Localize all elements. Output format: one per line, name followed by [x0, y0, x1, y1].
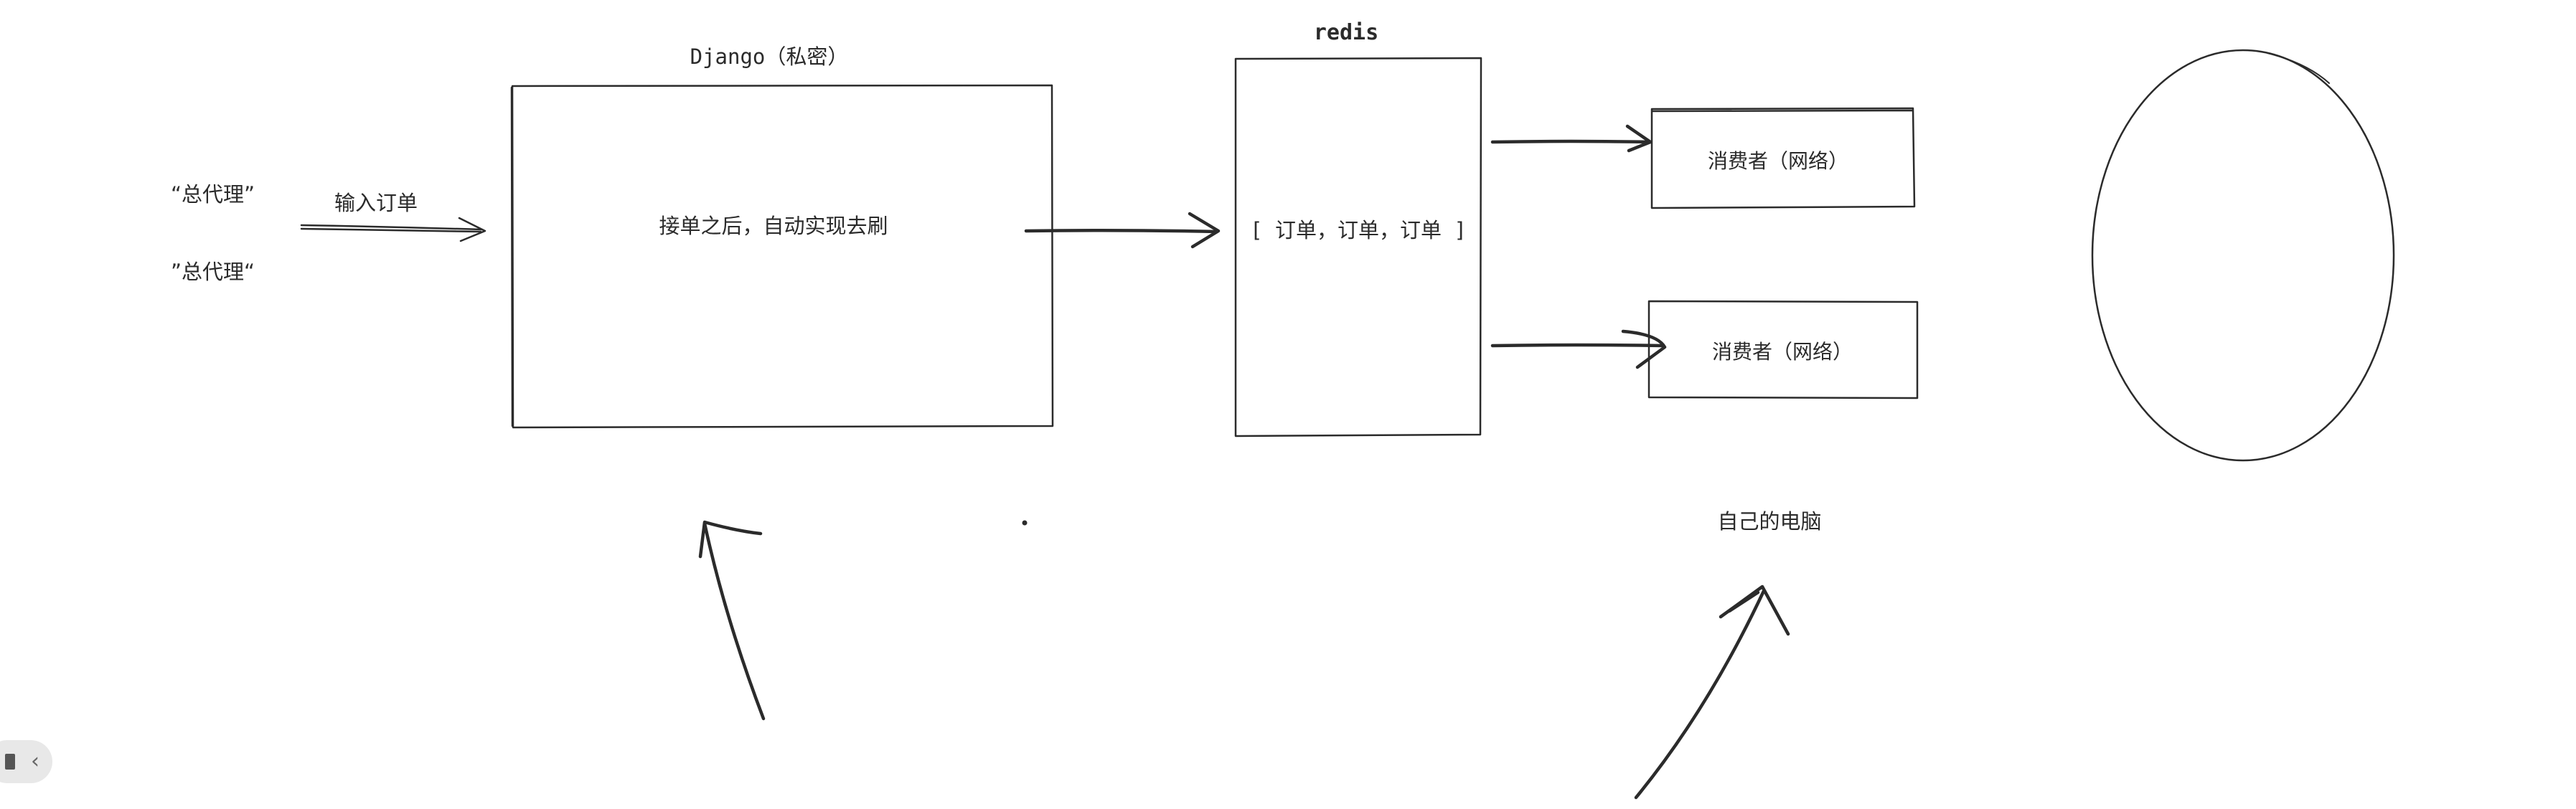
own-computer-label: 自己的电脑	[1717, 509, 1822, 534]
computer-ellipse[interactable]	[2091, 49, 2395, 462]
redis-to-consumer-bottom-arrow[interactable]	[1490, 329, 1667, 369]
stray-dot	[1022, 520, 1028, 526]
agent-label-bottom: ”总代理“	[171, 260, 255, 284]
consumer-box-top[interactable]	[1650, 107, 1916, 209]
consumer-label-bottom: 消费者（网络）	[1711, 340, 1853, 364]
redis-box[interactable]	[1234, 57, 1482, 437]
input-arrow[interactable]	[300, 217, 486, 242]
consumer-box-bottom[interactable]	[1647, 300, 1919, 399]
redis-body: [ 订单，订单，订单 ]	[1250, 218, 1467, 242]
django-title: Django（私密）	[690, 44, 849, 69]
consumer-label-top: 消费者（网络）	[1707, 149, 1849, 173]
agent-label-top: “总代理”	[171, 182, 255, 207]
django-body: 接单之后，自动实现去刷	[659, 214, 888, 238]
django-box[interactable]	[510, 84, 1054, 429]
chevron-left-icon[interactable]: ‹	[31, 749, 39, 774]
django-to-redis-arrow[interactable]	[1024, 212, 1221, 249]
redis-title: redis	[1313, 20, 1379, 45]
input-order-label: 输入订单	[334, 191, 418, 215]
redis-to-consumer-top-arrow[interactable]	[1490, 124, 1653, 153]
side-panel-toggle[interactable]: ‹	[0, 740, 52, 783]
panel-icon	[5, 754, 15, 770]
upward-arrow-right[interactable]	[1634, 585, 1790, 800]
upward-arrow-left[interactable]	[698, 520, 766, 721]
